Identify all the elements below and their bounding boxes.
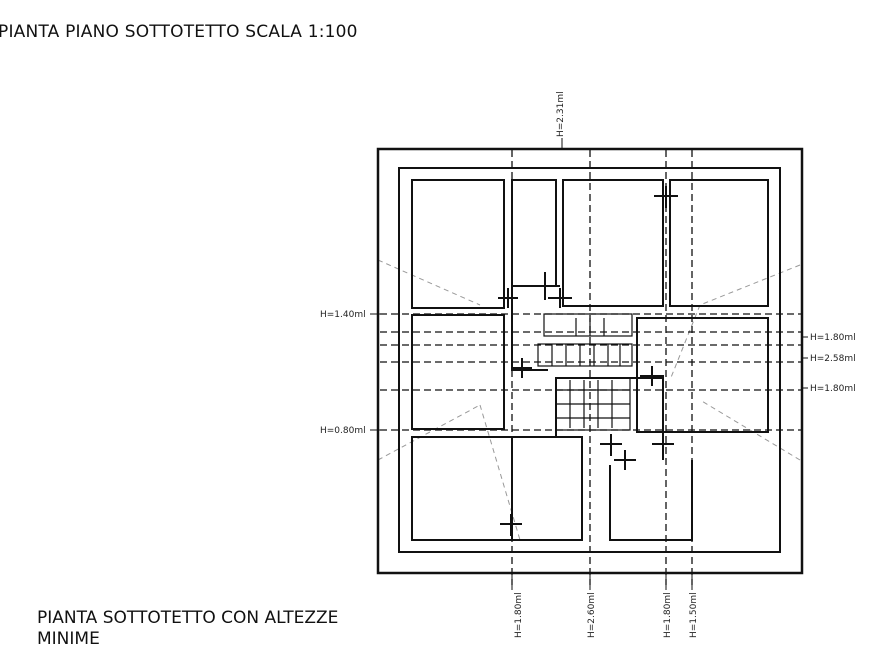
horizontal-line-extensions: [370, 313, 808, 431]
drawing-title: PIANTA PIANO SOTTOTETTO SCALA 1:100: [0, 22, 358, 42]
height-label-bottom-2: H=2.60ml: [587, 592, 597, 638]
height-label-top: H=2.31ml: [556, 91, 566, 137]
height-label-bottom-3: H=1.80ml: [663, 592, 673, 638]
vertical-height-lines: [511, 150, 693, 585]
height-label-right-3: H=1.80ml: [810, 384, 856, 394]
height-label-left-lower: H=0.80ml: [320, 426, 366, 436]
height-label-bottom-4: H=1.50ml: [689, 592, 699, 638]
height-label-right-2: H=2.58ml: [810, 354, 856, 364]
plan-caption: PIANTA SOTTOTETTO CON ALTEZZE MINIME: [37, 608, 339, 649]
height-label-left-upper: H=1.40ml: [320, 310, 366, 320]
door-marks: [498, 186, 678, 536]
vertical-line-extensions: [511, 138, 693, 590]
height-label-right-1: H=1.80ml: [810, 333, 856, 343]
horizontal-height-lines: [380, 313, 802, 431]
height-label-bottom-1: H=1.80ml: [514, 592, 524, 638]
roof-hip-lines: [377, 259, 801, 541]
